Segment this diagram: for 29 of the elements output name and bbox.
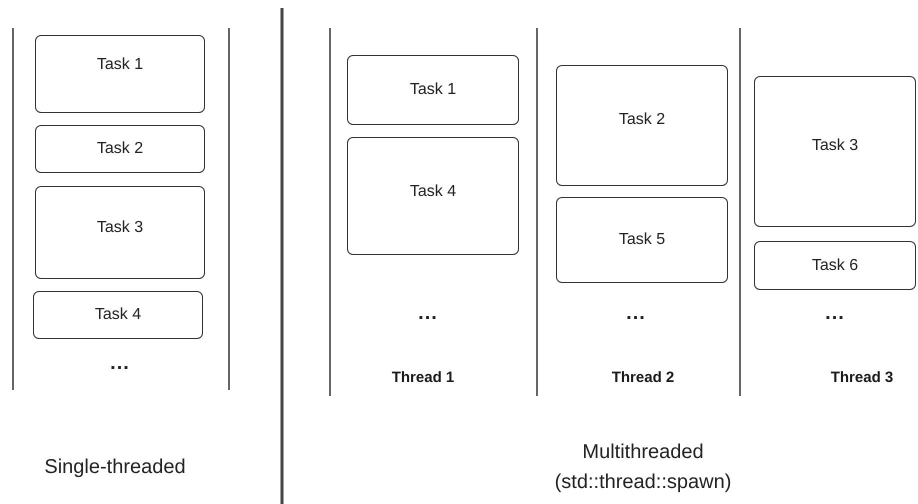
task-box <box>35 35 205 113</box>
task-box <box>556 197 728 283</box>
thread-label: Thread 3 <box>830 369 894 386</box>
task-box <box>347 55 519 125</box>
ellipsis: ... <box>418 302 438 325</box>
task-box <box>556 65 728 186</box>
task-label: Task 4 <box>94 306 142 324</box>
task-label: Task 3 <box>96 219 144 237</box>
task-label: Task 1 <box>96 56 144 74</box>
thread-label: Thread 1 <box>392 369 454 386</box>
task-box <box>35 125 205 173</box>
task-label: Task 2 <box>96 140 144 158</box>
task-box <box>347 137 519 255</box>
section-caption: Single-threaded <box>44 455 186 480</box>
section-caption: Multithreaded (std::thread::spawn) <box>554 440 732 495</box>
task-label: Task 2 <box>618 111 666 129</box>
task-label: Task 5 <box>618 231 666 249</box>
task-label: Task 1 <box>410 81 456 99</box>
task-box <box>754 76 916 227</box>
ellipsis: ... <box>110 352 130 375</box>
task-box <box>33 291 203 339</box>
thread-label: Thread 2 <box>612 369 674 386</box>
ellipsis: ... <box>825 302 845 325</box>
task-box <box>754 241 916 290</box>
ellipsis: ... <box>626 302 646 325</box>
task-box <box>35 186 205 279</box>
task-label: Task 6 <box>812 256 858 274</box>
task-label: Task 4 <box>410 183 456 201</box>
task-label: Task 3 <box>812 137 858 155</box>
